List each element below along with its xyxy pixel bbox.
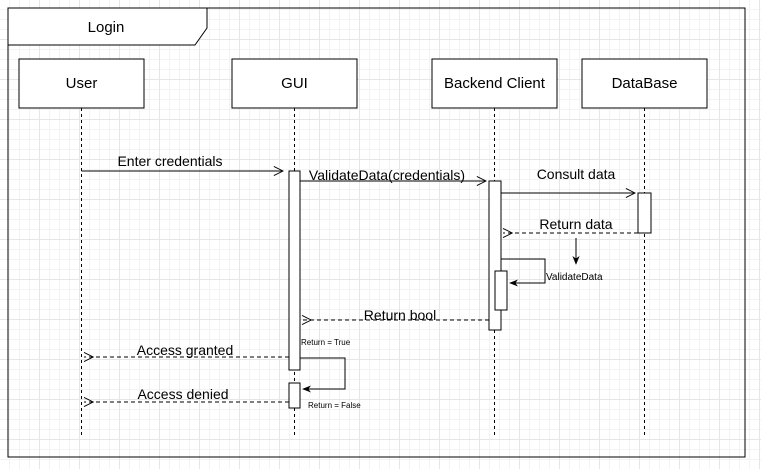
participant-user-label: User (66, 75, 98, 92)
frame-title-tab (7, 7, 208, 46)
message-enter-credentials-label: Enter credentials (117, 153, 222, 169)
message-validate-self-label: ValidateData (546, 272, 603, 283)
return-false-note: Return = False (308, 401, 361, 410)
message-return-data-label: Return data (539, 216, 612, 232)
participant-user: User (18, 58, 145, 109)
participant-database-label: DataBase (612, 75, 678, 92)
message-validate-data-label: ValidateData(credentials) (309, 167, 465, 183)
activation-gui-denied (288, 382, 301, 409)
activation-backend-validate (494, 270, 508, 311)
frame-border (7, 7, 746, 458)
participant-database: DataBase (581, 58, 708, 109)
gui-self-loop-arrow (300, 357, 346, 393)
frame-title: Login (88, 19, 125, 36)
participant-gui: GUI (231, 58, 358, 109)
activation-gui-main (288, 170, 301, 371)
activation-database (637, 192, 652, 234)
message-consult-data-label: Consult data (537, 166, 616, 182)
message-access-denied-label: Access denied (137, 386, 228, 402)
participant-backend-label: Backend Client (444, 75, 546, 92)
message-validate-self-arrow (501, 258, 546, 287)
participant-gui-label: GUI (281, 75, 308, 92)
return-true-note: Return = True (301, 338, 351, 347)
participant-backend: Backend Client (431, 58, 558, 109)
message-access-granted-label: Access granted (137, 342, 234, 358)
message-return-bool-label: Return bool (364, 307, 436, 323)
